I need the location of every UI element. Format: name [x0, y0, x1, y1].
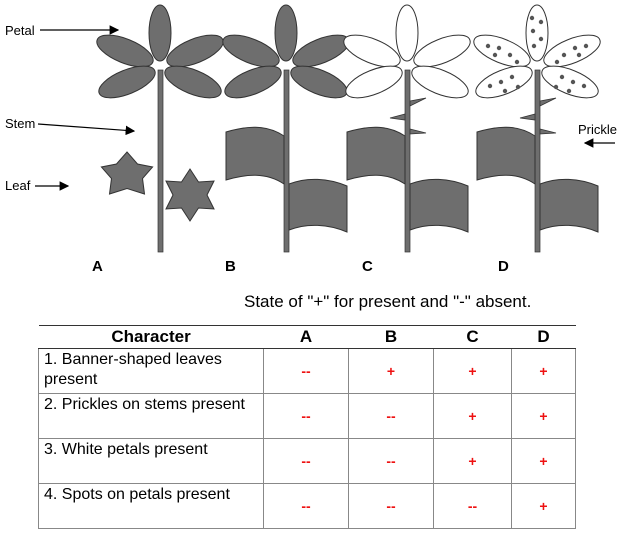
header-a: A — [263, 325, 349, 349]
state-cell: -- — [348, 483, 434, 529]
plant-label-d: D — [498, 258, 509, 275]
state-cell: -- — [348, 393, 434, 439]
star-leaf-left — [100, 151, 154, 195]
state-cell: -- — [263, 483, 349, 529]
banner-leaf-lower — [288, 178, 348, 233]
header-d: D — [511, 325, 576, 349]
table-row: 1. Banner-shaped leaves present -- + + + — [38, 348, 576, 394]
petals — [222, 4, 350, 99]
plant-d — [473, 4, 601, 253]
header-b: B — [348, 325, 434, 349]
character-cell: 2. Prickles on stems present — [38, 393, 264, 439]
plant-diagram: Petal Stem Leaf Prickle A B C D — [5, 4, 617, 275]
callout-prickle: Prickle — [578, 122, 617, 137]
character-cell: 3. White petals present — [38, 438, 264, 484]
character-table: Character A B C D 1. Banner-shaped leave… — [38, 325, 576, 529]
plant-label-a: A — [92, 258, 103, 275]
header-character: Character — [38, 325, 264, 349]
table-row: 3. White petals present -- -- + + — [38, 438, 576, 484]
state-cell: + — [511, 483, 576, 529]
state-cell: + — [348, 348, 434, 394]
callout-leaf: Leaf — [5, 178, 31, 193]
banner-leaf-lower — [409, 178, 469, 233]
plant-c — [343, 4, 471, 253]
state-cell: -- — [348, 438, 434, 484]
callout-stem: Stem — [5, 116, 35, 131]
state-cell: + — [511, 438, 576, 484]
banner-leaf-lower — [539, 178, 599, 233]
state-cell: + — [433, 438, 512, 484]
banner-leaf-upper — [346, 126, 406, 185]
stem — [157, 69, 164, 253]
state-cell: + — [433, 393, 512, 439]
prickles — [519, 97, 557, 135]
plant-label-c: C — [362, 258, 373, 275]
table-row: 4. Spots on petals present -- -- -- + — [38, 483, 576, 529]
plant-label-b: B — [225, 258, 236, 275]
plant-b — [222, 4, 350, 253]
star-leaf-right — [165, 168, 215, 222]
state-cell: + — [511, 393, 576, 439]
petals — [96, 4, 224, 99]
callout-stem-arrow — [37, 123, 136, 136]
state-cell: + — [433, 348, 512, 394]
state-cell: -- — [263, 348, 349, 394]
table-header-row: Character A B C D — [38, 325, 576, 349]
state-cell: + — [511, 348, 576, 394]
callout-petal: Petal — [5, 23, 35, 38]
prickles — [389, 97, 427, 135]
header-c: C — [433, 325, 512, 349]
state-cell: -- — [263, 438, 349, 484]
table-row: 2. Prickles on stems present -- -- + + — [38, 393, 576, 439]
state-cell: -- — [263, 393, 349, 439]
character-cell: 1. Banner-shaped leaves present — [38, 348, 264, 394]
banner-leaf-upper — [476, 126, 536, 185]
stem — [404, 69, 411, 253]
plant-a — [96, 4, 224, 253]
petal-spots — [485, 15, 589, 94]
stem — [534, 69, 541, 253]
character-cell: 4. Spots on petals present — [38, 483, 264, 529]
state-cell: -- — [433, 483, 512, 529]
petals — [343, 4, 471, 99]
banner-leaf-upper — [225, 126, 285, 185]
stem — [283, 69, 290, 253]
legend-note: State of "+" for present and "-" absent. — [244, 292, 532, 311]
